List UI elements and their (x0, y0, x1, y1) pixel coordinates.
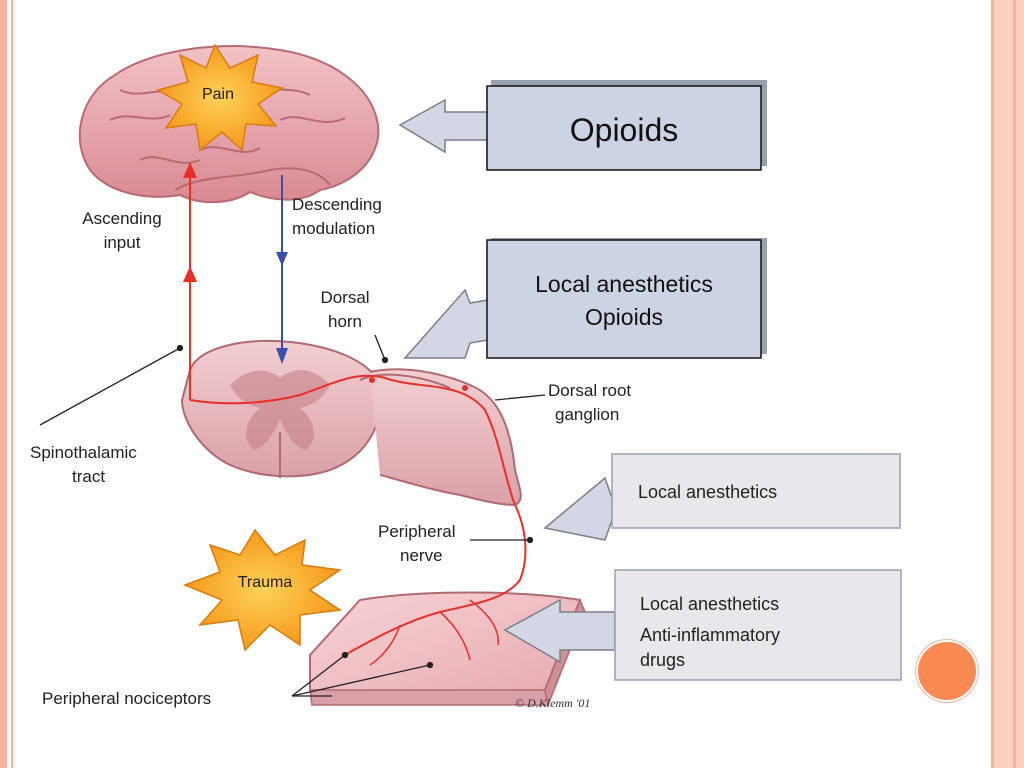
trauma-starburst: Trauma (182, 528, 343, 652)
ascending-input-label-2: input (104, 233, 141, 252)
spinal-cord-illustration (180, 339, 522, 507)
left-border-bar (0, 0, 7, 768)
peripheral-nerve-label-1: Peripheral (378, 522, 456, 541)
dorsal-root-ganglion-label-2: ganglion (555, 405, 619, 424)
dorsal-horn-label-2: horn (328, 312, 362, 331)
right-border-line (991, 0, 994, 768)
descending-modulation-label-1: Descending (292, 195, 382, 214)
dorsal-horn-drug-line1: Local anesthetics (535, 271, 713, 297)
pain-starburst: Pain (156, 43, 284, 152)
right-border-bar (994, 0, 1024, 768)
left-border-line (11, 0, 13, 768)
peripheral-nociceptors-label: Peripheral nociceptors (42, 689, 211, 708)
descending-pathway (276, 175, 288, 364)
dorsal-horn-drug-line2: Opioids (585, 304, 663, 330)
descending-modulation-label-2: modulation (292, 219, 375, 238)
nociceptor-drug-line1: Local anesthetics (640, 594, 779, 614)
right-border-line-inner (1013, 0, 1016, 768)
dorsal-horn-drug-callout: Local anesthetics Opioids (403, 238, 767, 359)
trauma-label: Trauma (238, 574, 293, 591)
spinothalamic-tract-label-2: tract (72, 467, 105, 486)
dorsal-horn-label-1: Dorsal (320, 288, 369, 307)
ascending-input-label-1: Ascending (82, 209, 161, 228)
spinothalamic-tract-label-1: Spinothalamic (30, 443, 137, 462)
peripheral-nerve-label-2: nerve (400, 546, 443, 565)
nociceptor-drug-line3: drugs (640, 650, 685, 670)
nociceptive-pathway (183, 162, 527, 666)
peripheral-nerve-drug-text: Local anesthetics (638, 482, 777, 502)
pain-label: Pain (202, 86, 234, 103)
dorsal-root-ganglion-label-1: Dorsal root (548, 381, 631, 400)
leader-lines (39, 334, 546, 697)
opioids-box-text: Opioids (570, 112, 679, 148)
nociceptor-drug-callout: Local anesthetics Anti-inflammatory drug… (503, 569, 902, 681)
nociceptor-drug-line2: Anti-inflammatory (640, 625, 780, 645)
peripheral-nerve-drug-callout: Local anesthetics (543, 453, 901, 541)
copyright-label: © D.Klemm '01 (515, 696, 590, 710)
opioids-callout: Opioids (398, 80, 767, 171)
accent-circle (916, 640, 978, 702)
